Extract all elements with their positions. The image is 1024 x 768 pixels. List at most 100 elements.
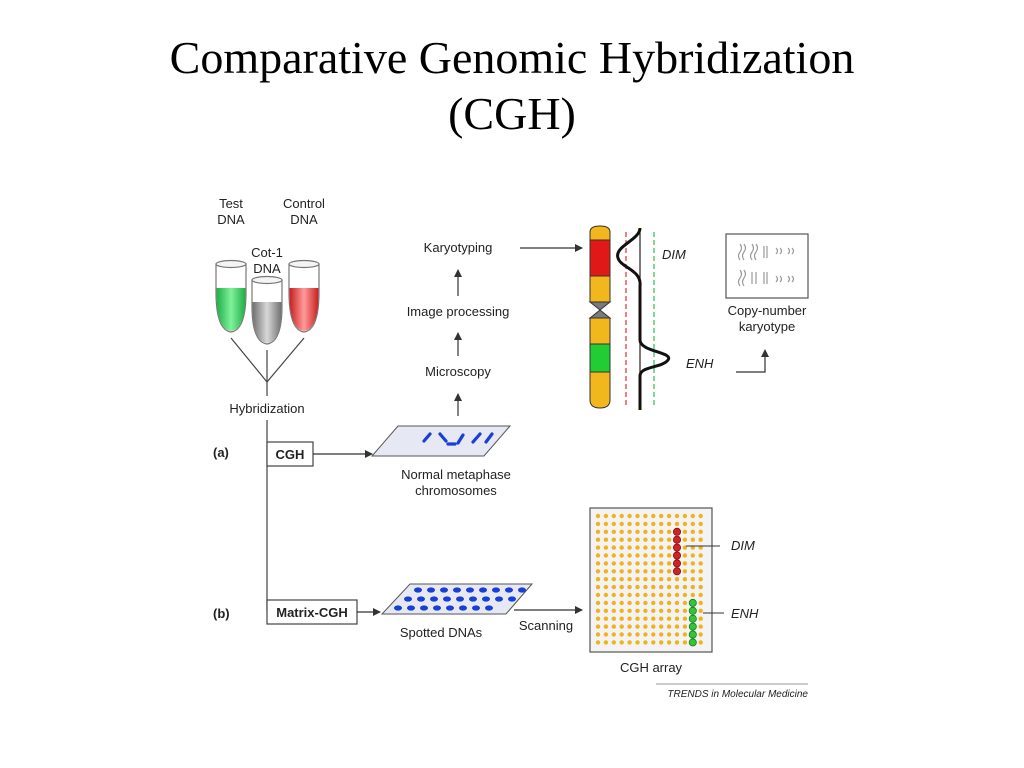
metaphase-slide [370,425,512,457]
title-line-2: (CGH) [448,88,576,139]
array-dot [635,640,640,645]
array-dot [611,640,616,645]
array-dot [635,584,640,590]
array-dot [698,529,703,534]
array-dot [666,608,672,613]
array-dot [635,545,640,550]
metaphase-chromosomes [422,432,494,446]
cgh-array-label: CGH array [620,660,683,675]
array-dot [643,529,648,534]
array-dot [682,537,688,542]
array-dot [627,545,632,550]
array-dot [698,569,703,574]
array-dot [651,616,656,621]
array-dot [595,600,601,606]
array-dot [659,513,664,519]
array-dot [698,640,703,645]
array-dot [611,616,616,621]
panel-a-label: (a) [213,445,229,460]
spot-dot [485,605,493,611]
array-dot [698,561,703,566]
array-dot [627,529,632,534]
array-dot [698,513,703,519]
array-dot [619,537,624,542]
array-dot [643,632,648,637]
array-dot [674,513,680,519]
array-dot [698,537,703,542]
spot-dot [466,587,474,593]
array-dot [651,600,656,606]
array-dot [666,624,672,629]
spot-dot [518,587,526,593]
array-dot [611,537,616,542]
array-dot [674,632,680,637]
array-dot [643,537,648,542]
spot-dot [479,587,487,593]
spot-dot [446,605,454,611]
array-dot [659,529,664,534]
panel-b-label: (b) [213,606,230,621]
array-dot [666,616,672,621]
array-dot [673,535,682,544]
spot-dot [443,596,451,602]
array-dot [651,561,656,566]
array-dot [635,616,640,621]
array-dot [643,569,648,574]
control-dna-tube [288,259,320,333]
array-dot [603,632,609,637]
array-dot [666,521,672,527]
array-dot [651,569,656,574]
test-dna-label-1: Test [219,196,243,211]
array-dot [595,545,601,550]
spot-dot [472,605,480,611]
array-dot [611,577,616,582]
array-dot [643,553,648,558]
spot-dot [492,587,500,593]
array-dot [635,632,640,637]
array-dot [698,608,703,613]
array-dot [619,553,624,558]
array-dot [603,592,609,598]
array-dot [627,584,632,590]
array-dot [595,537,601,542]
spot-dot [433,605,441,611]
array-dot [682,553,688,558]
array-dot [595,561,601,566]
array-dot [595,513,601,519]
ratio-profile-curve [616,227,671,410]
array-dot [611,608,616,613]
array-dot [627,608,632,613]
array-dot [659,577,664,582]
cot-dna-tube [251,275,283,345]
array-dot [698,584,703,590]
array-dot [635,608,640,613]
array-dot [666,640,672,645]
array-dot [690,529,695,534]
array-dot [659,640,664,645]
array-dot [619,577,624,582]
array-dot [690,569,695,574]
array-dot [651,529,656,534]
array-dot [690,521,695,527]
array-dot [690,584,695,590]
array-dot [595,616,601,621]
array-dot [674,640,680,645]
array-dot [595,624,601,629]
array-dot [659,545,664,550]
array-dot [651,632,656,637]
spot-dot [469,596,477,602]
array-dot [619,624,624,629]
array-dot [651,513,656,519]
array-dot [619,608,624,613]
test-dna-label-2: DNA [217,212,245,227]
array-dot [651,640,656,645]
array-dot [682,600,688,606]
array-dot [682,616,688,621]
hybridization-label: Hybridization [229,401,304,416]
array-dot [674,608,680,613]
array-dot [595,632,601,637]
array-dot [611,545,616,550]
array-dot [651,592,656,598]
array-dot [698,553,703,558]
